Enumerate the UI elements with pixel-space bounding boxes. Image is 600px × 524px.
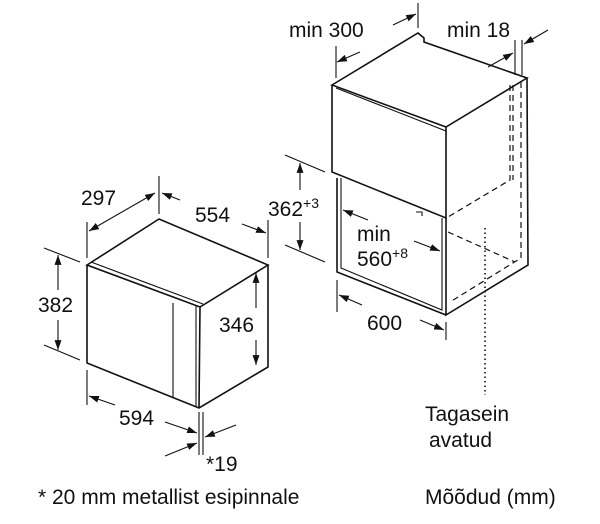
cabinet-dimension-lines [284, 3, 549, 340]
niche-height-label: 362+3 [268, 196, 319, 220]
niche-height-value: 362 [268, 198, 304, 221]
microwave-depth-label: 297 [81, 187, 117, 210]
cabinet-min-depth-label: min 300 [289, 19, 364, 42]
units-label: Mõõdud (mm) [425, 486, 556, 509]
microwave-width-front-label: 594 [119, 407, 155, 430]
niche-width-value: 560 [357, 248, 393, 271]
niche-width-tolerance: +8 [392, 245, 409, 261]
back-wall-label-line1: Tagasein [425, 403, 510, 426]
niche-width-min-label: min [357, 223, 391, 246]
microwave-dimension-lines [43, 176, 269, 457]
microwave-width-top-label: 554 [195, 204, 231, 227]
microwave-height-label: 382 [38, 294, 74, 317]
cabinet-drawing [330, 32, 529, 395]
front-note-label: *19 [206, 453, 238, 476]
back-wall-label-line2: avatud [429, 429, 493, 452]
microwave-side-height-label: 346 [219, 314, 255, 337]
cabinet-min-gap-label: min 18 [447, 19, 511, 42]
footer-note: * 20 mm metallist esipinnale [38, 486, 300, 509]
cabinet-width-label: 600 [367, 312, 403, 335]
niche-height-tolerance: +3 [303, 195, 320, 211]
microwave-drawing [85, 218, 270, 409]
niche-width-label: 560+8 [357, 246, 408, 270]
